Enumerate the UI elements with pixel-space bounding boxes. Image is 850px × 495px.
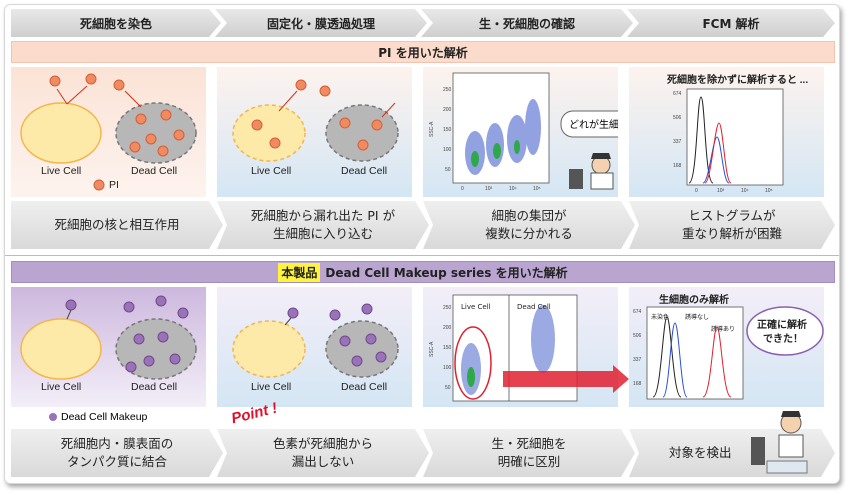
pi-desc-2: 死細胞から漏れ出た PI が生細胞に入り込む bbox=[217, 201, 429, 249]
y-tick: 200 bbox=[443, 107, 452, 113]
dc-scatter-plot: 250 200 150 100 50 SSC-A Live Cell Dead … bbox=[429, 294, 629, 402]
x-tick: 10⁵ bbox=[533, 186, 541, 192]
y-tick: 337 bbox=[633, 357, 642, 363]
pi-desc-1: 死細胞の核と相互作用 bbox=[11, 201, 223, 249]
dc-panel-fix: Live Cell Dead Cell bbox=[217, 287, 412, 407]
hist-label-induction: 誘導あり bbox=[711, 325, 735, 333]
dc-panel-histogram: 生細胞のみ解析 未染色 誘導なし 誘導あり 674 506 337 168 正確… bbox=[629, 287, 824, 407]
speech-bubble-text: どれが生細胞 !? bbox=[569, 118, 618, 131]
dc-legend-label: Dead Cell Makeup bbox=[61, 411, 148, 423]
pi-desc-4: ヒストグラムが重なり解析が困難 bbox=[629, 201, 835, 249]
live-cell-label: Live Cell bbox=[251, 381, 292, 393]
happy-scientist-icon bbox=[751, 411, 808, 474]
dc-title-text: Dead Cell Makeup series を用いた解析 bbox=[325, 265, 568, 280]
dc-hist-title: 生細胞のみ解析 bbox=[659, 295, 729, 306]
dc-section-title: 本製品 Dead Cell Makeup series を用いた解析 bbox=[11, 261, 835, 283]
step-fix: 固定化・膜透過処理 bbox=[215, 9, 427, 37]
y-tick: 50 bbox=[445, 385, 451, 391]
step-header: 死細胞を染色 固定化・膜透過処理 生・死細胞の確認 FCM 解析 bbox=[11, 9, 835, 37]
pi-panel-fix: Live Cell Dead Cell bbox=[217, 67, 412, 197]
y-tick: 674 bbox=[633, 309, 642, 315]
dead-cell-label: Dead Cell bbox=[341, 165, 388, 177]
step-confirm: 生・死細胞の確認 bbox=[421, 9, 633, 37]
gate-dead-label: Dead Cell bbox=[517, 303, 551, 311]
x-tick: 0 bbox=[461, 186, 464, 192]
y-tick: 506 bbox=[633, 333, 642, 339]
step-fcm: FCM 解析 bbox=[627, 9, 835, 37]
y-axis-label: SSC-A bbox=[429, 341, 435, 357]
dead-cell-label: Dead Cell bbox=[131, 381, 178, 393]
dc-panel-stain: Live Cell Dead Cell bbox=[11, 287, 206, 407]
gate-arrow-icon bbox=[503, 365, 629, 393]
pi-legend-label: PI bbox=[109, 179, 119, 191]
dc-panel-scatter: 250 200 150 100 50 SSC-A Live Cell Dead … bbox=[423, 287, 629, 407]
y-tick: 100 bbox=[443, 365, 452, 371]
dc-desc-3: 生・死細胞を明確に区別 bbox=[423, 429, 635, 477]
dc-speech-line-1: 正確に解析 bbox=[757, 318, 807, 331]
pi-panel-scatter: 250 200 150 100 50 0 10³ 10⁴ 10⁵ SSC-A ど… bbox=[423, 67, 650, 197]
y-tick: 100 bbox=[443, 147, 452, 153]
live-cell-label: Live Cell bbox=[41, 381, 82, 393]
y-tick: 250 bbox=[443, 87, 452, 93]
x-tick: 10⁴ bbox=[509, 186, 517, 192]
hist-title: 死細胞を除かずに解析すると ... bbox=[667, 75, 809, 86]
section-divider bbox=[5, 255, 839, 256]
x-tick: 10⁴ bbox=[741, 188, 749, 194]
dc-histogram: 未染色 誘導なし 誘導あり 674 506 337 168 正確に解析 できた！ bbox=[633, 306, 824, 400]
y-tick: 200 bbox=[443, 325, 452, 331]
step-stain: 死細胞を染色 bbox=[11, 9, 221, 37]
dead-cell-label: Dead Cell bbox=[131, 165, 178, 177]
y-tick: 506 bbox=[673, 115, 682, 121]
figure-frame: 死細胞を染色 固定化・膜透過処理 生・死細胞の確認 FCM 解析 PI を用いた… bbox=[4, 4, 840, 484]
dc-legend: Dead Cell Makeup bbox=[49, 411, 147, 423]
dead-cell-label: Dead Cell bbox=[341, 381, 388, 393]
hist-label-noinduction: 誘導なし bbox=[685, 313, 709, 321]
y-tick: 250 bbox=[443, 305, 452, 311]
y-tick: 168 bbox=[633, 381, 642, 387]
pi-cells-diagram-1 bbox=[20, 73, 197, 191]
y-tick: 150 bbox=[443, 345, 452, 351]
live-cell-label: Live Cell bbox=[41, 165, 82, 177]
y-tick: 674 bbox=[673, 91, 682, 97]
dc-cells-diagram-1 bbox=[20, 295, 197, 380]
pi-scatter-plot: 250 200 150 100 50 0 10³ 10⁴ 10⁵ SSC-A ど… bbox=[429, 72, 650, 192]
x-tick: 10⁵ bbox=[765, 188, 773, 194]
gate-live-label: Live Cell bbox=[461, 303, 491, 311]
x-tick: 0 bbox=[695, 188, 698, 194]
pi-desc-3: 細胞の集団が複数に分かれる bbox=[423, 201, 635, 249]
y-tick: 337 bbox=[673, 139, 682, 145]
confused-scientist-icon bbox=[569, 153, 614, 190]
x-tick: 10³ bbox=[485, 186, 493, 192]
live-cell-label: Live Cell bbox=[251, 165, 292, 177]
pi-section-title: PI を用いた解析 bbox=[11, 41, 835, 63]
y-axis-label: SSC-A bbox=[429, 121, 435, 137]
product-tag: 本製品 bbox=[278, 262, 321, 282]
y-tick: 168 bbox=[673, 163, 682, 169]
dc-desc-1: 死細胞内・膜表面のタンパク質に結合 bbox=[11, 429, 223, 477]
legend-dot-icon bbox=[49, 413, 57, 421]
y-tick: 50 bbox=[445, 167, 451, 173]
pi-panel-histogram: 死細胞を除かずに解析すると ... 674 506 337 168 0 10³ … bbox=[629, 67, 824, 197]
dc-cells-diagram-2 bbox=[232, 303, 399, 378]
x-tick: 10³ bbox=[717, 188, 725, 194]
dc-desc-2: 色素が死細胞から漏出しない bbox=[217, 429, 429, 477]
pi-histogram: 674 506 337 168 0 10³ 10⁴ 10⁵ bbox=[673, 88, 784, 194]
pi-panel-stain: Live Cell Dead Cell PI bbox=[11, 67, 206, 197]
pi-cells-diagram-2 bbox=[232, 79, 399, 162]
y-tick: 150 bbox=[443, 127, 452, 133]
dc-speech-line-2: できた！ bbox=[763, 333, 803, 345]
hist-label-unstained: 未染色 bbox=[651, 313, 669, 321]
